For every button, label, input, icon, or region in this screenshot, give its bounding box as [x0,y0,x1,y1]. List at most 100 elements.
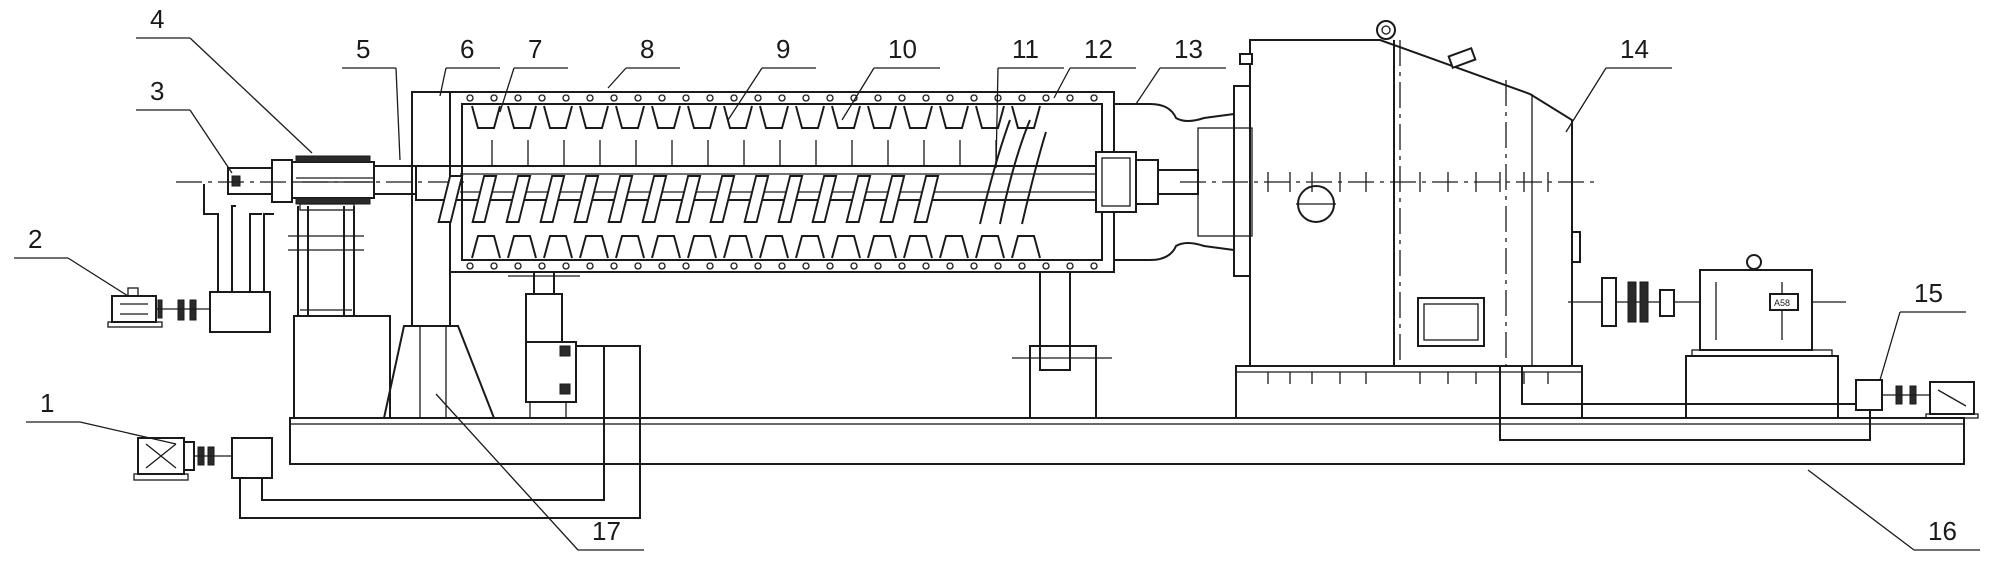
upper-scraper-blades [471,105,1041,129]
lower-blade [903,235,933,259]
callout-13: 13 [1135,34,1226,105]
lower-blade [759,235,789,259]
callout-7: 7 [499,34,568,113]
lower-blade [615,235,645,259]
callout-15: 15 [1879,278,1966,381]
flange-bolt [730,94,738,102]
upper-blade [507,105,537,129]
flange-bolt [706,94,714,102]
callout-number: 8 [640,34,654,64]
flange-bolt [562,94,570,102]
lower-blade [687,235,717,259]
flange-bolt [586,94,594,102]
callout-9: 9 [727,34,816,121]
base-frame [289,417,1965,465]
callout-leader [1565,67,1607,133]
upper-blade [579,105,609,129]
paddle [879,175,906,223]
callout-5: 5 [342,34,401,161]
flange-bolt [682,262,690,270]
upper-blade [615,105,645,129]
paddle [811,175,838,223]
upper-blade [939,105,969,129]
flange-bolt [970,94,978,102]
paddle [913,175,940,223]
lower-blade [579,235,609,259]
callout-1: 1 [26,388,177,445]
flange-bolt [778,94,786,102]
callout-leader [67,257,129,297]
upper-blade [723,105,753,129]
flange-bolt [514,94,522,102]
flange-bolt [706,262,714,270]
callout-leader [1053,67,1071,99]
paddle [573,175,600,223]
callout-leader [189,109,233,174]
paddle [709,175,736,223]
callout-number: 17 [592,516,621,546]
lower-scraper-blades [471,235,1041,259]
upper-blade [1011,105,1041,129]
callout-leader [499,67,515,113]
flange-bolt [1090,262,1098,270]
lower-blade [1011,235,1041,259]
callout-10: 10 [841,34,940,121]
upper-blade [687,105,717,129]
flange-bolt [826,262,834,270]
callout-number: 3 [150,76,164,106]
lower-blade [471,235,501,259]
lower-blade [939,235,969,259]
flange-bolt [922,94,930,102]
shaft-paddles [437,140,997,223]
lower-blade [831,235,861,259]
lower-blade [723,235,753,259]
flange-bolt [946,262,954,270]
flange-bolt [1042,94,1050,102]
rear-support [288,206,391,419]
callout-leader [189,37,313,154]
flange-bolt [970,262,978,270]
flange-bolt [466,94,474,102]
flange-bolt [730,262,738,270]
callout-number: 12 [1084,34,1113,64]
flange-bolt [514,262,522,270]
feed-column [382,91,496,419]
drum-housing [449,91,1115,273]
flange-bolt [802,262,810,270]
callout-number: 13 [1174,34,1203,64]
drive-shaft-assembly [176,155,470,211]
flange-bolt [658,94,666,102]
upper-blade [651,105,681,129]
flange-bolt [490,94,498,102]
lower-blade [543,235,573,259]
paddle [607,175,634,223]
callout-leader [1879,311,1901,381]
flange-bolt [994,262,1002,270]
flange-bolt [610,262,618,270]
flange-bolt [562,262,570,270]
callout-4: 4 [136,4,313,154]
flange-bolt [874,262,882,270]
flange-bolt [1090,94,1098,102]
callout-leader [439,67,447,97]
flange-bolt [1018,94,1026,102]
upper-blade [975,105,1005,129]
flange-bolt [898,94,906,102]
flange-bolt [850,262,858,270]
callout-8: 8 [607,34,680,89]
paddle [641,175,668,223]
callout-number: 6 [460,34,474,64]
paddle [675,175,702,223]
callout-leader [727,67,763,121]
flange-bolt [826,94,834,102]
callout-number: 14 [1620,34,1649,64]
paddle [505,175,532,223]
flange-bolt [1042,262,1050,270]
flange-bolt [658,262,666,270]
upper-blade [867,105,897,129]
upper-blade [759,105,789,129]
main-casing [1180,20,1600,384]
flange-bolt [1066,262,1074,270]
